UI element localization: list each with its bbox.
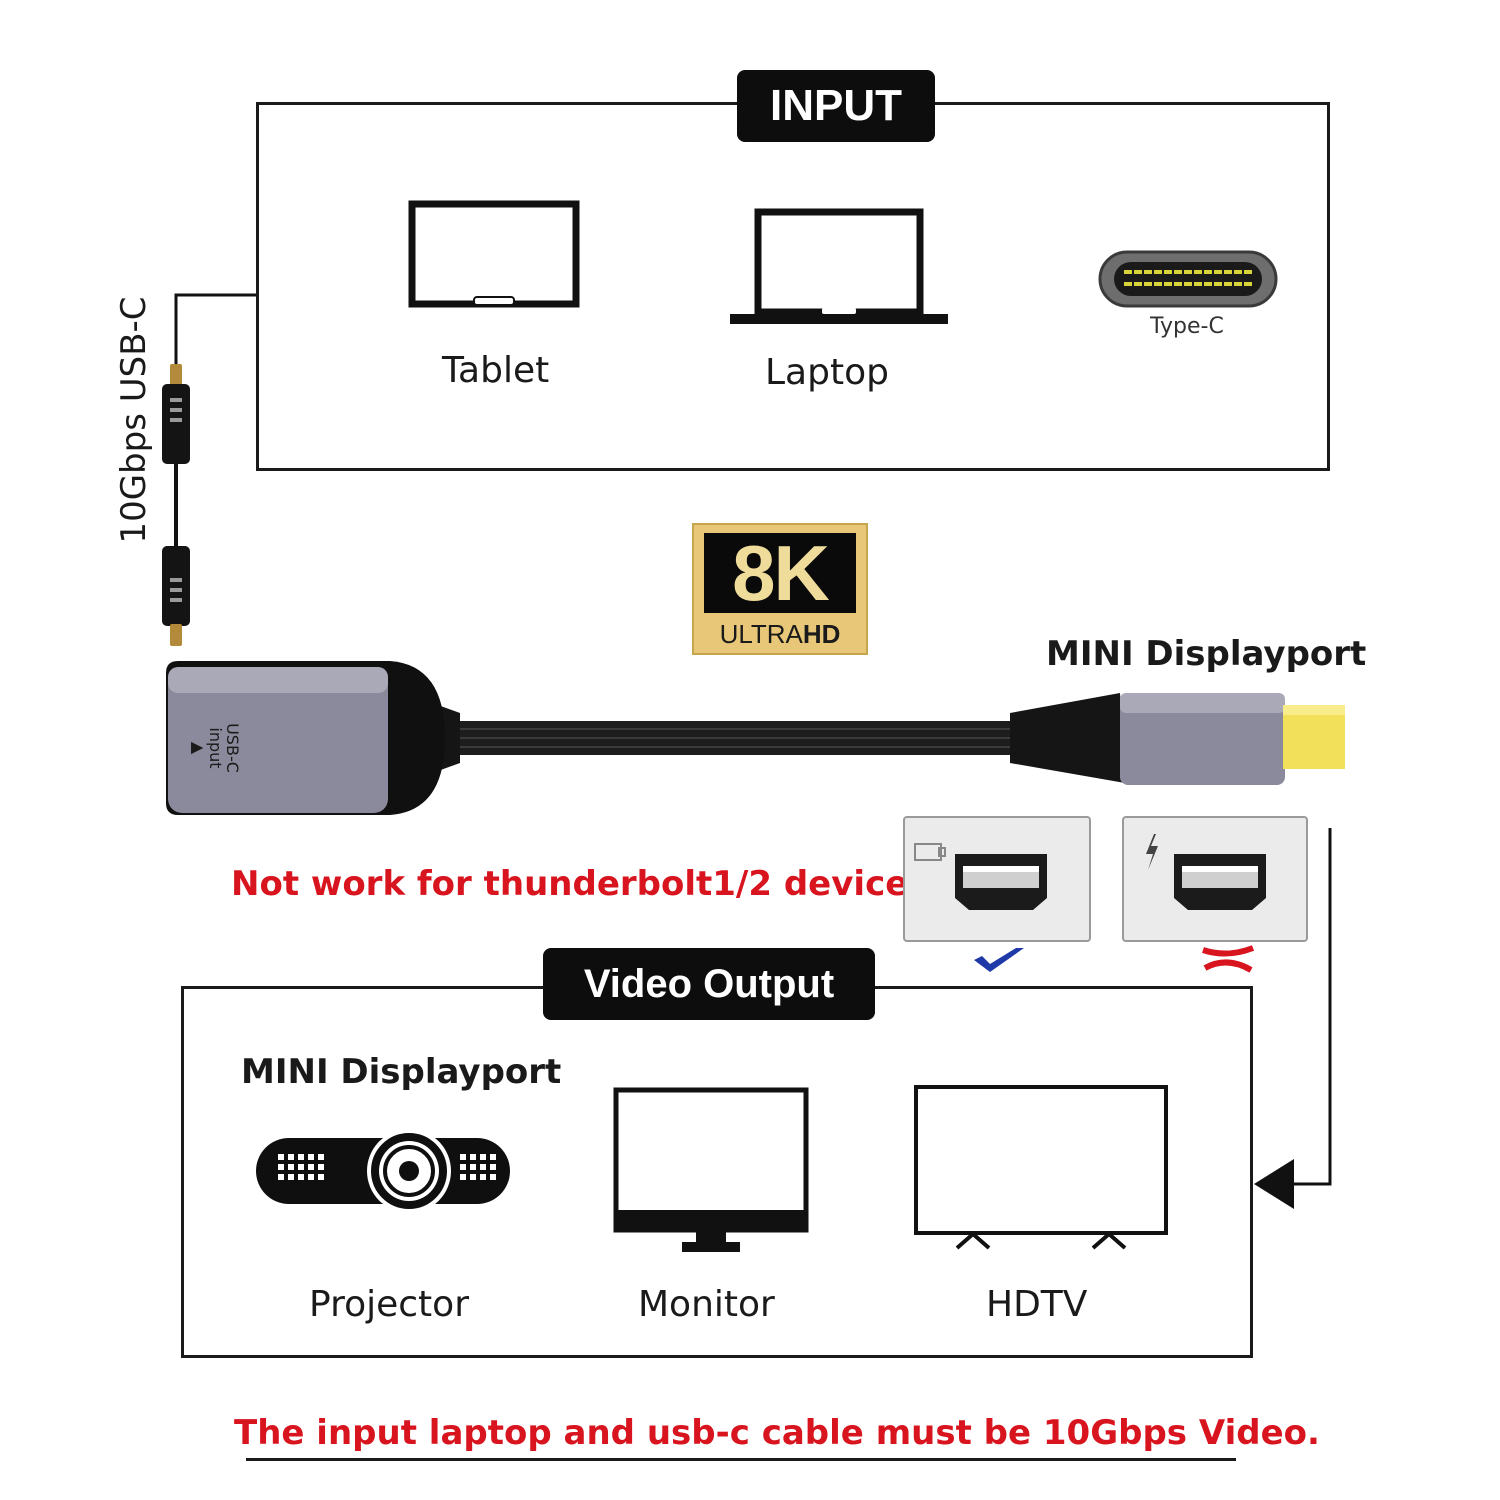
usb-c-port-icon (1098, 250, 1278, 308)
cross-icon (1202, 945, 1255, 973)
adapter-port-text: USB-C input ▲ (181, 707, 242, 789)
input-title: INPUT (737, 70, 935, 142)
output-connector-label: MINI Displayport (1046, 634, 1367, 674)
8k-badge-main-panel (704, 533, 856, 613)
hdtv-label: HDTV (986, 1284, 1088, 1325)
output-port-label: MINI Displayport (241, 1052, 562, 1092)
type-c-label: Type-C (1150, 314, 1224, 339)
adapter-cable-icon (166, 661, 1345, 815)
8k-ultra-hd-badge: 8K ULTRAHD (692, 523, 868, 655)
mini-dp-port-icon (955, 854, 1047, 910)
8k-badge-sub: ULTRAHD (702, 619, 858, 649)
thunderbolt-warning: Not work for thunderbolt1/2 device. (231, 864, 922, 904)
usb-c-cable (162, 293, 256, 646)
adapter-port-text-2: input (206, 727, 225, 769)
thunderbolt-symbol-icon (1146, 834, 1158, 870)
monitor-icon (613, 1087, 809, 1252)
8k-badge-main-text: 8K (732, 529, 830, 617)
projector-icon (256, 1129, 510, 1213)
port-tile-thunderbolt (1122, 816, 1308, 942)
requirement-underline (246, 1458, 1236, 1461)
laptop-icon (730, 208, 948, 324)
output-title: Video Output (543, 948, 875, 1020)
adapter-port-text-1: USB-C (223, 723, 242, 773)
monitor-label: Monitor (638, 1284, 775, 1325)
tablet-icon (408, 200, 580, 308)
mini-dp-port-icon (1174, 854, 1266, 910)
adapter-port-arrow-icon: ▲ (189, 741, 208, 755)
displayport-symbol-icon (914, 843, 946, 861)
laptop-label: Laptop (765, 352, 889, 393)
output-arrow (1254, 828, 1332, 1209)
tv-icon (914, 1085, 1168, 1250)
8k-badge-sub-bold: HD (802, 619, 841, 649)
tablet-label: Tablet (442, 350, 550, 391)
checkmark-icon (974, 948, 1024, 972)
8k-badge-sub-thin: ULTRA (719, 619, 803, 649)
projector-label: Projector (309, 1284, 469, 1325)
cable-speed-label: 10Gbps USB-C (114, 296, 154, 544)
requirement-warning: The input laptop and usb-c cable must be… (234, 1413, 1320, 1453)
port-tile-displayport (903, 816, 1091, 942)
